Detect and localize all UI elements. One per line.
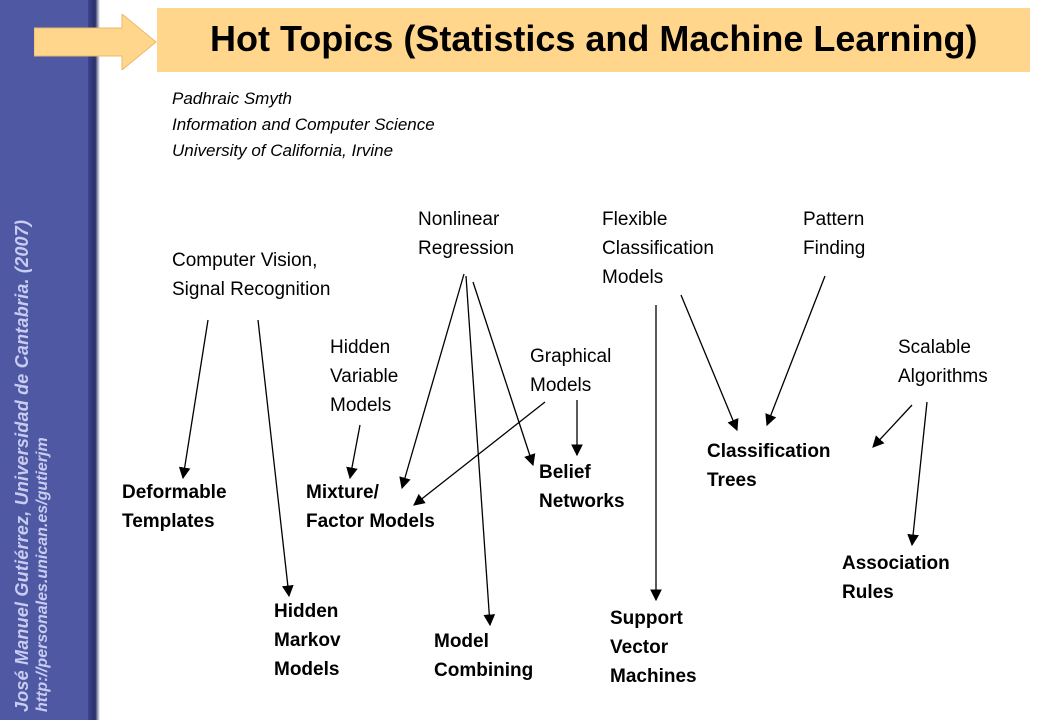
arrow-regression-to-model-combining [465, 275, 496, 627]
method-deformable-templates: Deformable Templates [122, 482, 227, 532]
method-association-rules: Association Rules [842, 553, 950, 603]
method-support-vector-machines: Support Vector Machines [610, 608, 697, 687]
method-belief-networks: Belief Networks [539, 462, 625, 512]
arrow-pattern-to-trees [765, 275, 826, 427]
topic-nonlinear-regression: Nonlinear Regression [418, 209, 515, 259]
author-university: University of California, Irvine [172, 141, 394, 160]
arrow-vision-to-hmm [257, 319, 294, 598]
arrow-regression-to-belief [472, 281, 536, 467]
arrow-vision-to-deformable [178, 319, 209, 480]
arrow-hidden-variable-to-mixture [346, 424, 361, 480]
arrow-scalable-to-trees [872, 404, 913, 448]
arrow-graphical-to-mixture [413, 401, 546, 506]
method-classification-trees: Classification Trees [707, 441, 831, 491]
arrow-right-icon [34, 14, 157, 70]
topic-pattern-finding: Pattern Finding [803, 209, 866, 259]
method-model-combining: Model Combining [434, 631, 534, 681]
author-department: Information and Computer Science [172, 115, 435, 134]
topic-graphical-models: Graphical Models [530, 346, 612, 396]
arrow-flexible-to-trees [680, 294, 739, 432]
sidebar-edge [88, 0, 100, 720]
author-name: Padhraic Smyth [172, 89, 292, 108]
arrow-regression-to-mixture [399, 273, 465, 490]
topic-flexible-classification: Flexible Classification Models [602, 209, 714, 288]
topic-computer-vision: Computer Vision, Signal Recognition [172, 250, 331, 300]
topic-scalable-algorithms: Scalable Algorithms [898, 337, 988, 387]
page-title: Hot Topics (Statistics and Machine Learn… [210, 18, 978, 59]
sidebar [0, 0, 100, 720]
title-banner [157, 8, 1030, 72]
method-hidden-markov-models: Hidden Markov Models [274, 601, 341, 680]
arrow-scalable-to-association [907, 401, 928, 547]
topic-hidden-variable: Hidden Variable Models [330, 337, 399, 416]
method-mixture-factor-models: Mixture/ Factor Models [306, 482, 435, 532]
